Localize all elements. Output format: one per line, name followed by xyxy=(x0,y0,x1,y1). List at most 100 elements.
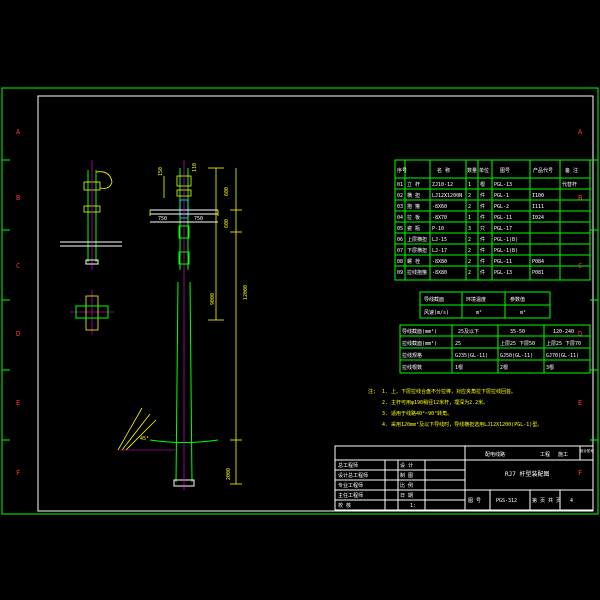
drawing-no-label: 图 号 xyxy=(468,498,481,504)
bom-cell-r4-c1: 04 xyxy=(397,215,403,221)
sheet-label: 第 页 共 页 xyxy=(532,497,561,504)
bom-cell-r3-c5: 件 xyxy=(480,203,485,210)
bom-cell-r4-c3: -8X70 xyxy=(432,215,447,221)
bom-cell-r8-c5: 件 xyxy=(480,258,485,265)
bom-cell-r5-c3: P-10 xyxy=(432,226,444,232)
angle-label: 45° xyxy=(140,436,149,442)
table3-cell-r1-c3: 上层25 下层50 xyxy=(500,340,535,347)
outer-border xyxy=(1,87,599,515)
title-stage-label: 工程 xyxy=(540,451,550,458)
bom-cell-r7-c4: 2 xyxy=(468,248,471,254)
table3-header-2: 35-50 xyxy=(510,329,525,335)
bom-cell-r4-c5: 件 xyxy=(480,214,485,221)
table3-cell-r2-c3: GJ50(GL-11) xyxy=(500,353,533,359)
bom-cell-r7-c1: 07 xyxy=(397,248,403,254)
bom-cell-r3-c6: PGL-2 xyxy=(494,204,509,210)
table2-r2-c1: 风速(m/s) xyxy=(424,310,449,316)
bom-cell-r3-c4: 2 xyxy=(468,204,471,210)
table3-cell-r3-c1: 拉线根数 xyxy=(402,364,422,371)
zone-letter-right-b: B xyxy=(578,194,582,202)
bom-cell-r5-c2: 瓷 瓶 xyxy=(407,225,420,232)
table3-header-3: 120-240 xyxy=(553,329,574,335)
left-label-4: 主任工程师 xyxy=(338,492,363,499)
zone-letter-right-e: E xyxy=(578,399,582,407)
bom-cell-r7-c6: PGL-1(B) xyxy=(494,248,518,254)
bom-cell-r9-c7: P081 xyxy=(532,270,544,276)
bom-header-drawing: 图号 xyxy=(500,168,510,174)
table2-r1-c1: 导线截面 xyxy=(424,296,444,303)
bom-header-qty: 数量 xyxy=(467,167,477,174)
dim-total: 12000 xyxy=(243,285,249,300)
bom-cell-r8-c4: 2 xyxy=(468,259,471,265)
table3-header-1: 25及以下 xyxy=(458,329,479,335)
bom-header-name: 名 称 xyxy=(437,167,450,174)
bom-cell-r6-c5: 件 xyxy=(480,236,485,243)
bom-cell-r5-c5: 只 xyxy=(480,226,485,232)
bom-cell-r8-c3: -8X80 xyxy=(432,259,447,265)
bom-cell-r2-c7: I100 xyxy=(532,193,544,199)
bom-cell-r2-c1: 02 xyxy=(397,193,403,199)
bom-cell-r3-c1: 03 xyxy=(397,204,403,210)
note-4: 4. 采用120mm²及以下导线时，导线横担选用LJ12X1200(PGL-1)… xyxy=(382,421,542,428)
zone-letter-left-e: E xyxy=(16,399,20,407)
bom-cell-r7-c2: 下层横担 xyxy=(407,247,427,254)
bom-cell-r8-c2: 螺 栓 xyxy=(407,258,420,265)
dim-pole-top-a: 150 xyxy=(158,167,164,176)
bom-cell-r3-c2: 抱 箍 xyxy=(407,203,420,210)
bom-cell-r6-c4: 2 xyxy=(468,237,471,243)
bom-cell-r4-c2: 拉 板 xyxy=(407,214,420,221)
bom-cell-r7-c5: 件 xyxy=(480,247,485,254)
dim-upper-b: 600 xyxy=(224,219,230,228)
bom-cell-r2-c2: 横 担 xyxy=(407,192,420,199)
zone-letter-right-f: F xyxy=(578,469,582,477)
bom-cell-r9-c2: 拉线抱箍 xyxy=(407,269,427,276)
clamp-plan-view xyxy=(70,290,114,335)
table3-cell-r1-c4: 上层25 下层70 xyxy=(546,340,581,347)
bom-headers: 序号 名 称 数量 单位 图号 产品代号 备 注 xyxy=(397,167,578,174)
bom-cell-r6-c6: PGL-1(B) xyxy=(494,237,518,243)
bom-header-no: 序号 xyxy=(397,167,407,174)
table3-cell-r2-c1: 拉线规格 xyxy=(402,352,422,359)
bom-cell-r2-c4: 2 xyxy=(468,193,471,199)
pole-side-view xyxy=(60,160,122,270)
bom-cell-r9-c6: PGL-13 xyxy=(494,270,512,276)
bom-cell-r1-c3: ZJ10-12 xyxy=(432,182,453,188)
left-label-1: 总工程师 xyxy=(338,462,358,469)
bom-cell-r1-c8: 代替杆 xyxy=(562,181,577,188)
zone-letter-right-a: A xyxy=(578,128,583,136)
zone-letter-left-a: A xyxy=(16,128,21,136)
zone-letter-right-d: D xyxy=(578,330,582,338)
table2-r2-c2: m² xyxy=(476,310,482,316)
dim-bottom: 2000 xyxy=(226,468,232,480)
pole-front-view xyxy=(149,160,219,490)
bom-cell-r2-c5: 件 xyxy=(480,192,485,199)
bom-cell-r9-c1: 09 xyxy=(397,270,403,276)
table3-header-0: 导线截面(mm²) xyxy=(402,328,437,335)
bom-cell-r4-c6: PGL-11 xyxy=(494,215,512,221)
mid-label-2: 制 图 xyxy=(400,472,413,479)
title-block-grid xyxy=(334,445,594,511)
bom-cell-r8-c7: P084 xyxy=(532,259,544,265)
note-1: 1. 上、下层拉线合盘不分拉棒，对应夹角拉下层拉线回首。 xyxy=(382,388,516,395)
mid-label-3: 比 例 xyxy=(400,482,413,489)
bom-cell-r6-c1: 06 xyxy=(397,237,403,243)
zone-letter-left-b: B xyxy=(16,194,20,202)
bom-cell-r3-c3: -8X60 xyxy=(432,204,447,210)
scale-value: 1: xyxy=(410,503,416,509)
dim-crossarm-left: 750 xyxy=(158,216,167,222)
bom-header-unit: 单位 xyxy=(479,167,489,174)
table2-grid xyxy=(419,291,551,319)
guy-wire-detail xyxy=(117,407,175,451)
bom-cell-r5-c1: 05 xyxy=(397,226,403,232)
dim-pole-top-b: 110 xyxy=(192,163,198,172)
bom-cell-r7-c3: LJ-17 xyxy=(432,248,447,254)
table3-cell-r3-c2: 1根 xyxy=(455,364,463,371)
table3-grid xyxy=(399,324,591,374)
table3-cell-r3-c4: 3根 xyxy=(546,364,554,371)
bom-cell-r5-c4: 3 xyxy=(468,226,471,232)
bom-header-code: 产品代号 xyxy=(533,167,553,174)
title-stage: 施工 xyxy=(558,451,568,458)
